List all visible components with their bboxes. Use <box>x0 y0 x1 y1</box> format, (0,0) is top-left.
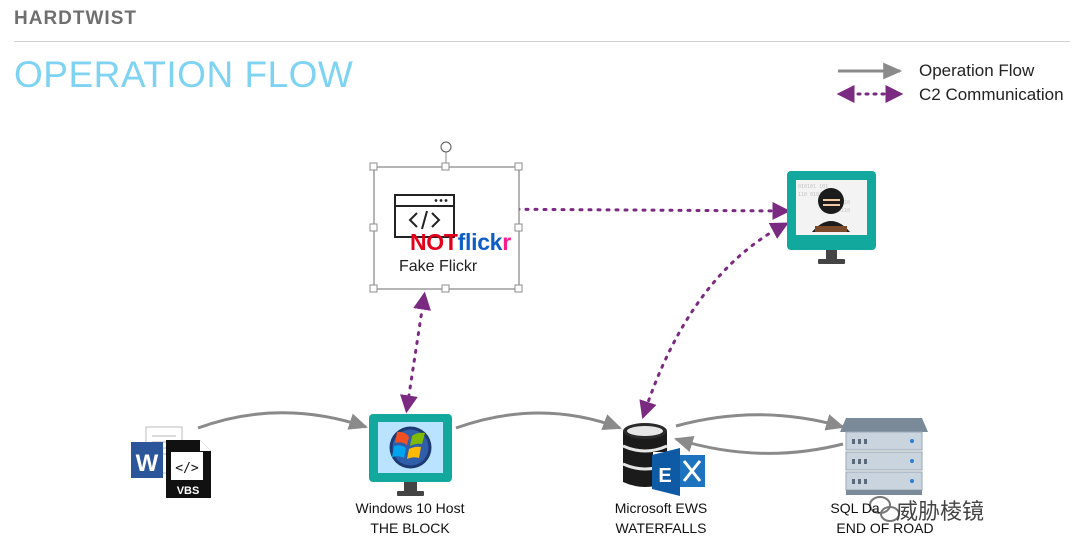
c2-line-flickr-host <box>400 291 431 414</box>
legend-c2-label: C2 Communication <box>919 85 1064 104</box>
notflickr-logo: NOTflickr <box>410 229 511 255</box>
sql-server-rack-icon <box>840 418 928 495</box>
svg-text:010101 101: 010101 101 <box>798 184 828 190</box>
flow-arrow-sql-to-ews <box>673 435 844 455</box>
watermark-text: 威胁棱镜 <box>896 499 985 524</box>
legend-operation-flow-label: Operation Flow <box>919 61 1035 80</box>
windows-host-label: Windows 10 Host <box>355 500 465 516</box>
svg-text:110 0101 10: 110 0101 10 <box>798 192 831 198</box>
flow-arrow-host-to-ews <box>455 411 622 430</box>
svg-text:0110: 0110 <box>838 208 850 214</box>
brand-name: HARDTWIST <box>14 8 137 29</box>
svg-text:1010: 1010 <box>838 200 850 206</box>
the-block-label: THE BLOCK <box>370 520 450 536</box>
microsoft-ews-label: Microsoft EWS <box>614 500 708 516</box>
svg-text:W: W <box>136 450 159 477</box>
header-divider <box>14 41 1070 42</box>
waterfalls-label: WATERFALLS <box>615 520 707 536</box>
word-vbs-document-icon: W </> VBS <box>131 426 211 498</box>
sql-label: SQL Da <box>830 500 880 516</box>
page-title: OPERATION FLOW <box>14 54 354 95</box>
code-window-icon <box>394 194 455 238</box>
svg-text:</>: </> <box>175 461 199 476</box>
flow-arrow-ews-to-sql <box>675 413 846 431</box>
fake-flickr-label: Fake Flickr <box>399 258 478 275</box>
windows-host-monitor-icon <box>369 414 452 496</box>
microsoft-ews-database-icon: E <box>622 423 708 496</box>
c2-line-attacker-ews <box>639 222 789 420</box>
flow-arrow-doc-to-host <box>197 411 368 430</box>
svg-text:E: E <box>658 465 671 487</box>
rotate-handle-icon <box>440 141 452 153</box>
fake-flickr-node <box>369 141 523 293</box>
wechat-watermark-icon <box>869 496 900 522</box>
end-of-road-label: END OF ROAD <box>836 520 934 536</box>
attacker-monitor-icon: 010101 101 110 0101 10 1010 0110 <box>787 171 876 264</box>
vbs-badge-text: VBS <box>177 485 200 497</box>
c2-line-flickr-attacker <box>466 200 791 220</box>
